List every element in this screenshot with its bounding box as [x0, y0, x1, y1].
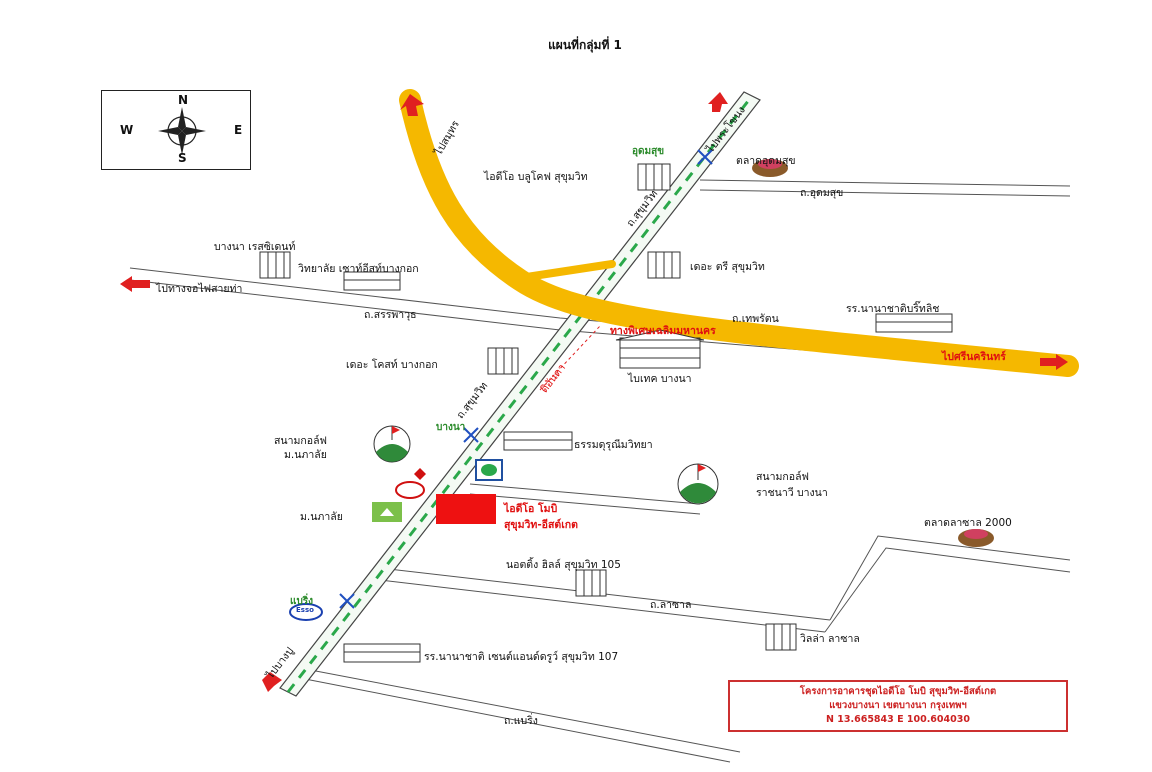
label-intl-school: รร.นานาชาติบริ๊ทลิช — [846, 303, 940, 315]
label-villa: วิลล่า ลาซาล — [800, 633, 860, 645]
project-info-box: โครงการอาคารชุดไอดีโอ โมบิ สุขุมวิท-อีสต… — [728, 680, 1068, 732]
building-icon-the-coast — [487, 347, 519, 375]
compass-e: E — [234, 123, 243, 137]
label-bts-bangna: บางนา — [436, 422, 466, 433]
label-the-coast: เดอะ โคสท์ บางกอก — [346, 359, 438, 371]
label-laselle-road: ถ.ลาซาล — [650, 599, 692, 611]
building-icon-villa — [765, 623, 797, 651]
arrow-top-left — [400, 94, 424, 116]
building-icon-bangna-residence — [259, 251, 291, 279]
project-site-marker — [436, 494, 496, 524]
label-college: วิทยาลัย เซาท์อีสท์บางกอก — [298, 263, 419, 275]
arrow-left — [120, 276, 150, 292]
label-market-top: ตลาดอุดมสุข — [736, 155, 796, 167]
road-label-line — [539, 325, 601, 391]
info-line-3: N 13.665843 E 100.604030 — [826, 714, 970, 725]
label-st-andrews: รร.นานาชาติ เซนต์แอนด์ดรูว์ สุขุมวิท 107 — [424, 651, 619, 663]
label-napalai: ม.นภาลัย — [300, 511, 343, 523]
label-to-bangna-trad: ไปทางจอไฟสายท่า — [156, 283, 243, 295]
page-title: แผนที่กลุ่มที่ 1 — [548, 38, 622, 52]
label-golf-right-2: ราชนาวี บางนา — [756, 487, 828, 499]
compass-s: S — [178, 151, 187, 165]
building-icon-school — [503, 431, 573, 451]
expressway — [399, 89, 1079, 377]
compass-w: W — [120, 123, 134, 137]
market-icons — [752, 159, 994, 547]
compass-rose: N S E W — [101, 90, 251, 170]
building-icon-bitec — [619, 337, 701, 369]
label-expressway: ทางพิเศษเฉลิมมหานคร — [610, 325, 716, 337]
building-icon-notting-hill — [575, 569, 607, 597]
label-udomsuk-road: ถ.อุดมสุข — [800, 187, 844, 199]
arrow-bottom — [262, 672, 282, 692]
building-details — [267, 164, 952, 653]
label-to-srinakarin: ไปศรีนครินทร์ — [942, 351, 1006, 363]
golf-icons — [373, 425, 719, 505]
label-bts-bearing: แบริ่ง — [290, 596, 314, 607]
label-the-tree: เดอะ ตรี สุขุมวิท — [690, 261, 765, 273]
info-line-2: แขวงบางนา เขตบางนา กรุงเทพฯ — [829, 700, 967, 711]
building-icon-college — [343, 271, 401, 291]
bts-icons — [339, 149, 713, 609]
label-thepharat-road: ถ.เทพรัตน — [732, 313, 779, 325]
label-site-1: ไอดีโอ โมบิ — [504, 503, 558, 515]
toyota-logo — [395, 481, 425, 499]
info-line-1: โครงการอาคารชุดไอดีโอ โมบิ สุขุมวิท-อีสต… — [799, 686, 997, 697]
label-golf-left: สนามกอล์ฟ — [274, 435, 327, 447]
direction-arrows — [120, 92, 1068, 692]
compass-n: N — [178, 93, 189, 107]
label-site-2: สุขุมวิท-อีสต์เกต — [504, 519, 578, 531]
label-bearing-road: ถ.แบริ่ง — [504, 715, 538, 727]
label-notting-hill: นอตติ้ง ฮิลล์ สุขุมวิท 105 — [506, 559, 621, 571]
arrow-top-right — [708, 92, 728, 112]
label-sanphawut-road: ถ.สรรพาวุธ — [364, 309, 417, 321]
label-golf-right: สนามกอล์ฟ — [756, 471, 809, 483]
landmark-logos — [289, 459, 503, 621]
label-market-right: ตลาดลาซาล 2000 — [924, 517, 1012, 529]
label-bangna-residence: บางนา เรสซิเดนท์ — [214, 241, 296, 253]
label-golf-left-2: ม.นภาลัย — [284, 449, 327, 461]
compass-graphic — [158, 107, 206, 155]
building-icon-intl-school — [875, 313, 953, 333]
label-school: ธรรมดุรุณีมวิทยา — [574, 439, 653, 451]
label-esso: Esso — [296, 606, 314, 614]
label-ideo-blucove: ไอดีโอ บลูโคฟ สุขุมวิท — [484, 171, 588, 183]
label-bitec: ไบเทค บางนา — [628, 373, 692, 385]
bitec-roof — [615, 329, 705, 341]
mitsubishi-logo — [414, 468, 426, 480]
esso-logo — [289, 603, 323, 621]
label-bts-udomsuk: อุดมสุข — [632, 146, 665, 157]
arrow-right — [1040, 354, 1068, 370]
building-icon-st-andrews — [343, 643, 421, 663]
sukhumvit-road — [279, 91, 761, 697]
